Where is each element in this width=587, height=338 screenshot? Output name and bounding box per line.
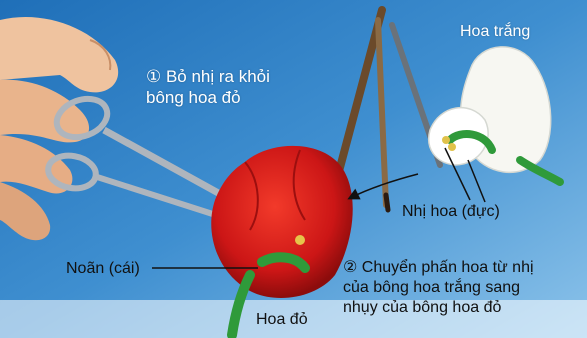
ovule-label: Noãn (cái): [66, 259, 140, 279]
red-flower-label: Hoa đỏ: [256, 310, 308, 330]
step-1-label: ① Bỏ nhị ra khỏi bông hoa đỏ: [146, 66, 270, 109]
step-2-label: ② Chuyển phấn hoa từ nhị của bông hoa tr…: [343, 258, 534, 318]
step-2-line-3: nhụy của bông hoa đỏ: [343, 298, 534, 318]
step-2-line-2: của bông hoa trắng sang: [343, 278, 534, 298]
step-2-line-1: ② Chuyển phấn hoa từ nhị: [343, 258, 534, 278]
stamen-label: Nhị hoa (đực): [402, 202, 500, 222]
white-flower-label: Hoa trắng: [460, 22, 530, 42]
step-1-line-2: bông hoa đỏ: [146, 87, 270, 108]
step-1-line-1: ① Bỏ nhị ra khỏi: [146, 66, 270, 87]
